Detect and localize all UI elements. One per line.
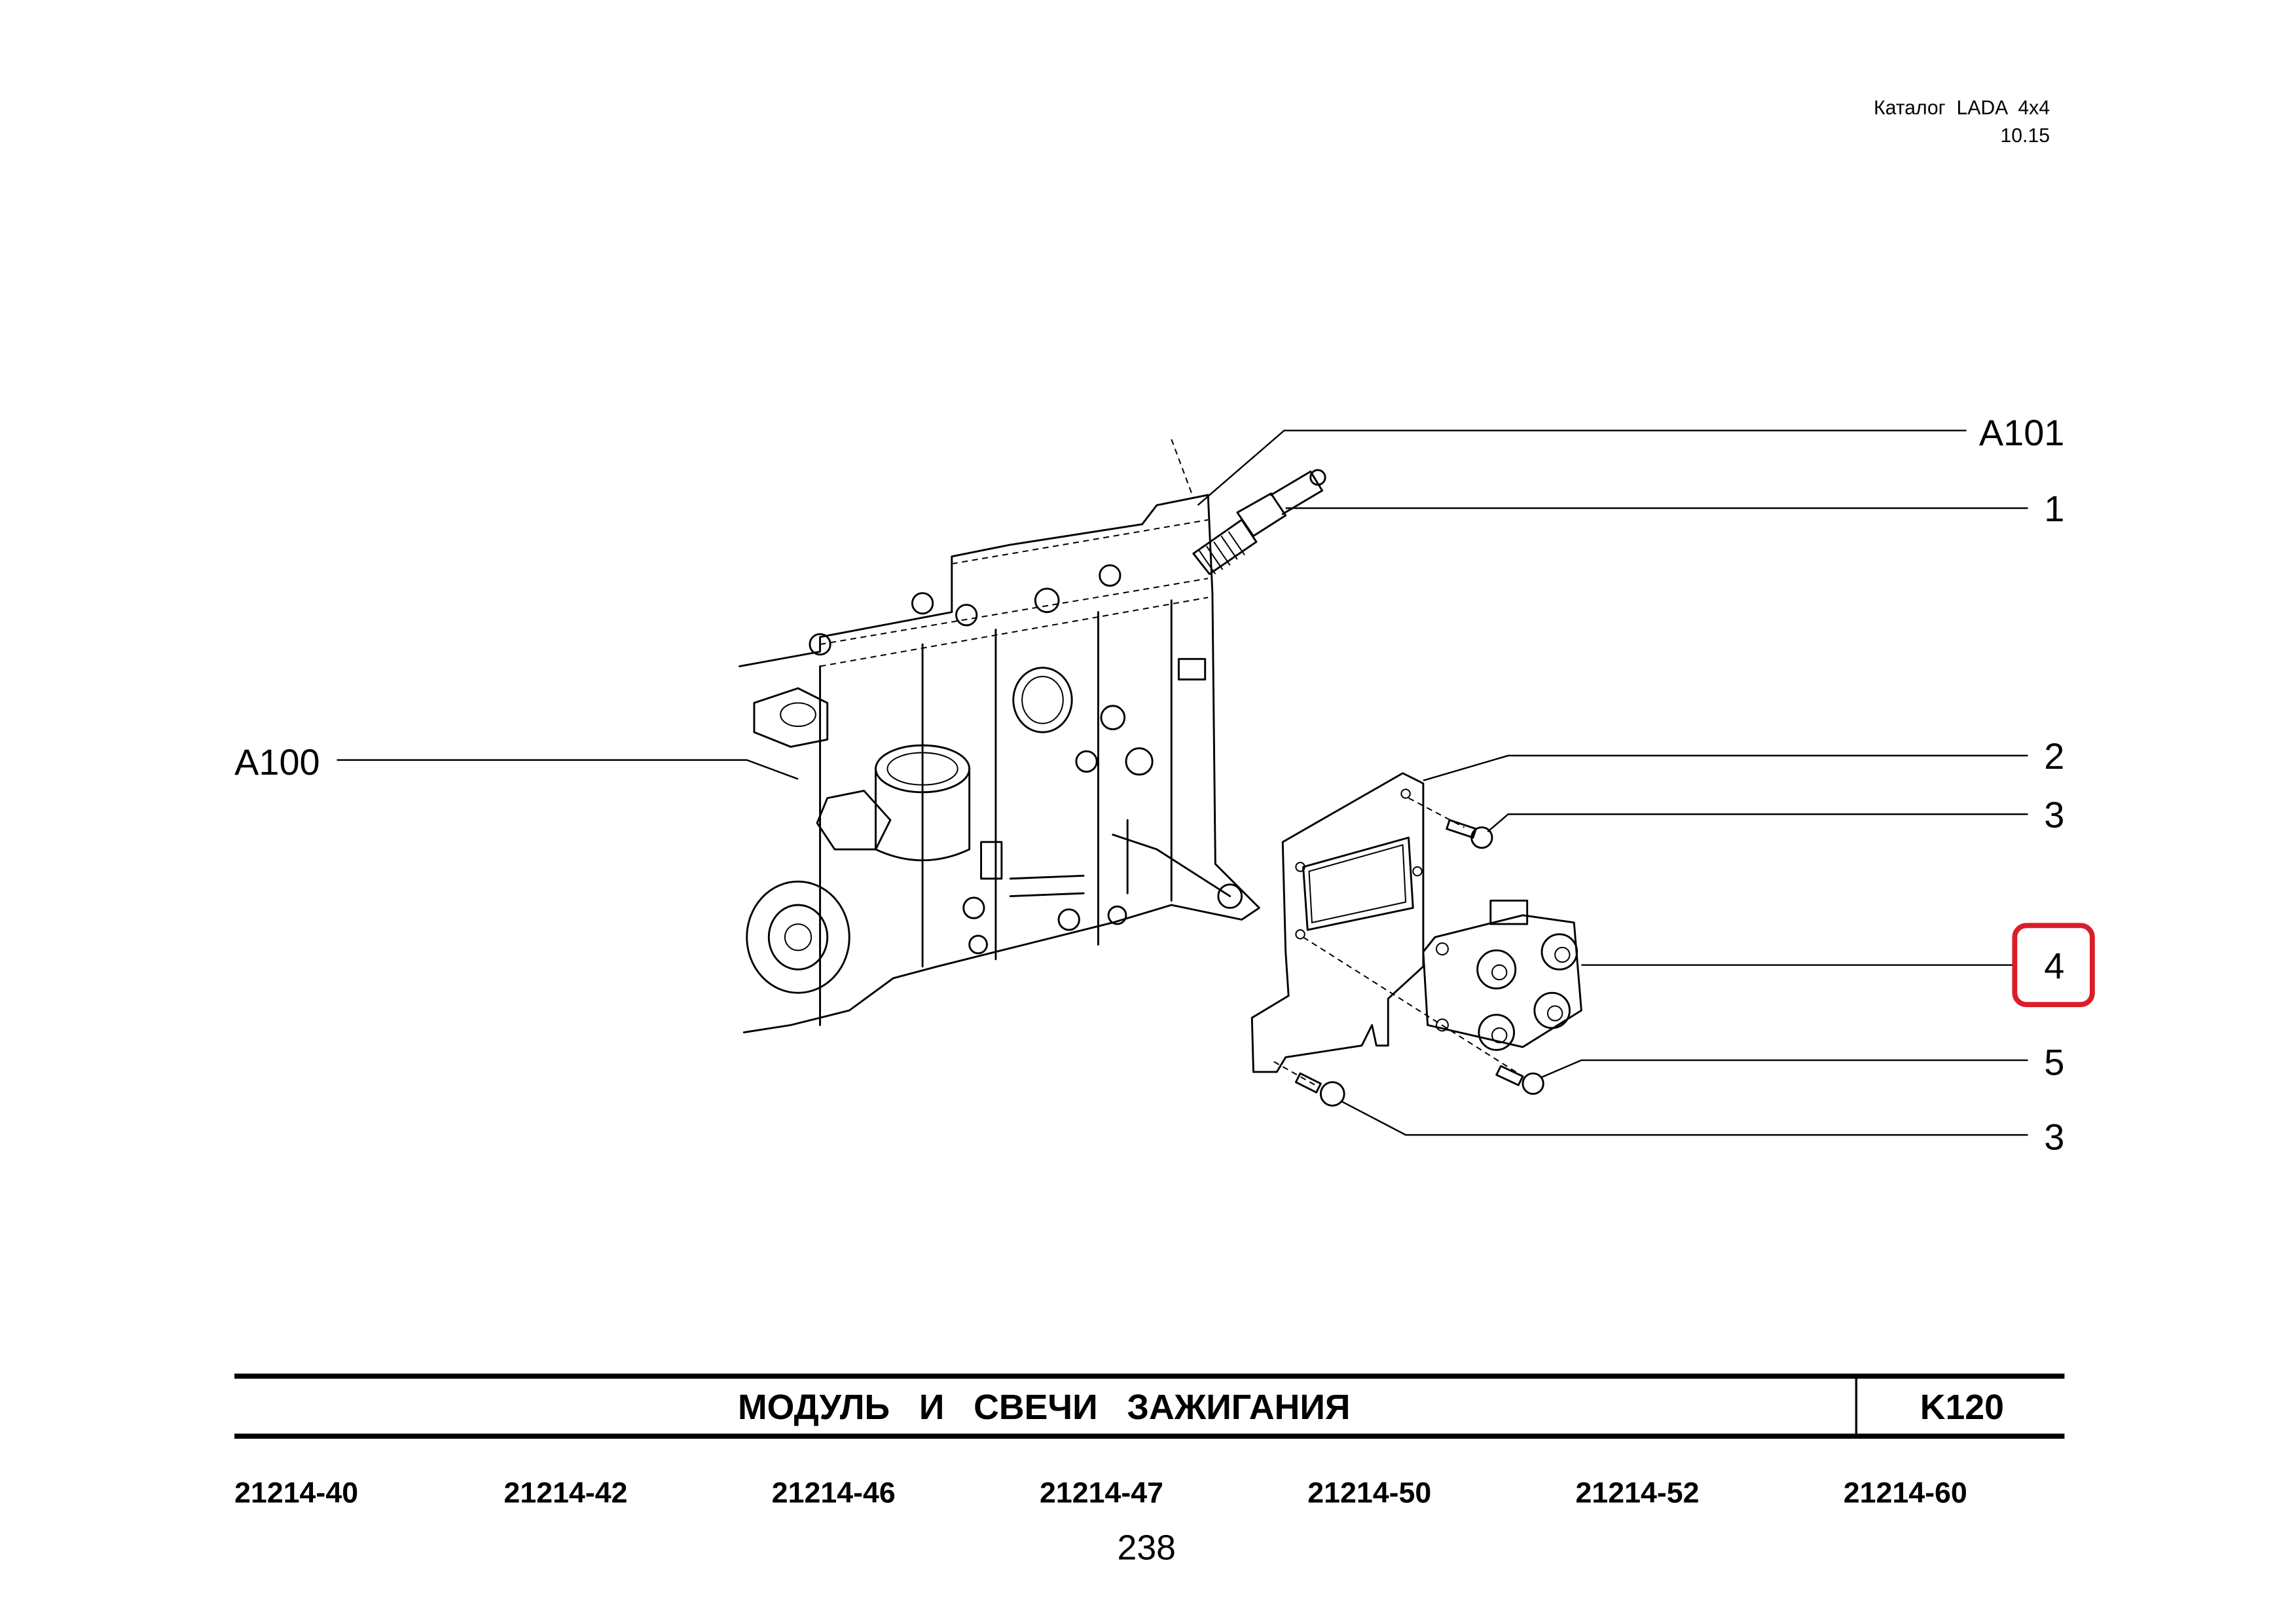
model-code: 21214-60 xyxy=(1844,1477,1967,1509)
callout-a101: A101 xyxy=(1979,412,2065,453)
model-code: 21214-52 xyxy=(1575,1477,1699,1509)
model-list: 21214-40 21214-42 21214-46 21214-47 2121… xyxy=(234,1477,1967,1509)
model-code: 21214-40 xyxy=(234,1477,358,1509)
highlight-box xyxy=(2012,923,2095,1007)
catalog-title: Каталог LADA 4x4 xyxy=(1874,97,2050,119)
callout-1: 1 xyxy=(2044,488,2064,529)
page-number: 238 xyxy=(1117,1528,1176,1568)
engine-block-drawing xyxy=(738,439,1260,1034)
callout-2: 2 xyxy=(2044,735,2064,777)
catalog-edition: 10.15 xyxy=(2001,125,2050,147)
leader-lines xyxy=(337,430,2028,1136)
title-block: МОДУЛЬ И СВЕЧИ ЗАЖИГАНИЯ K120 xyxy=(234,1373,2065,1439)
bracket-drawing xyxy=(1250,772,1523,1088)
spark-plug-drawing xyxy=(1192,469,1326,576)
callout-4: 4 xyxy=(2044,945,2064,986)
callout-5: 5 xyxy=(2044,1041,2064,1082)
model-code: 21214-46 xyxy=(772,1477,896,1509)
callout-3-bottom: 3 xyxy=(2044,1116,2064,1157)
section-title: МОДУЛЬ И СВЕЧИ ЗАЖИГАНИЯ xyxy=(738,1388,1351,1427)
model-code: 21214-47 xyxy=(1040,1477,1163,1509)
ignition-module-drawing xyxy=(1422,899,1582,1051)
model-code: 21214-42 xyxy=(504,1477,628,1509)
bolt-drawing xyxy=(1294,819,1544,1107)
callout-a100: A100 xyxy=(234,741,320,783)
callout-3-top: 3 xyxy=(2044,794,2064,835)
section-code: K120 xyxy=(1920,1388,2004,1427)
model-code: 21214-50 xyxy=(1307,1477,1431,1509)
